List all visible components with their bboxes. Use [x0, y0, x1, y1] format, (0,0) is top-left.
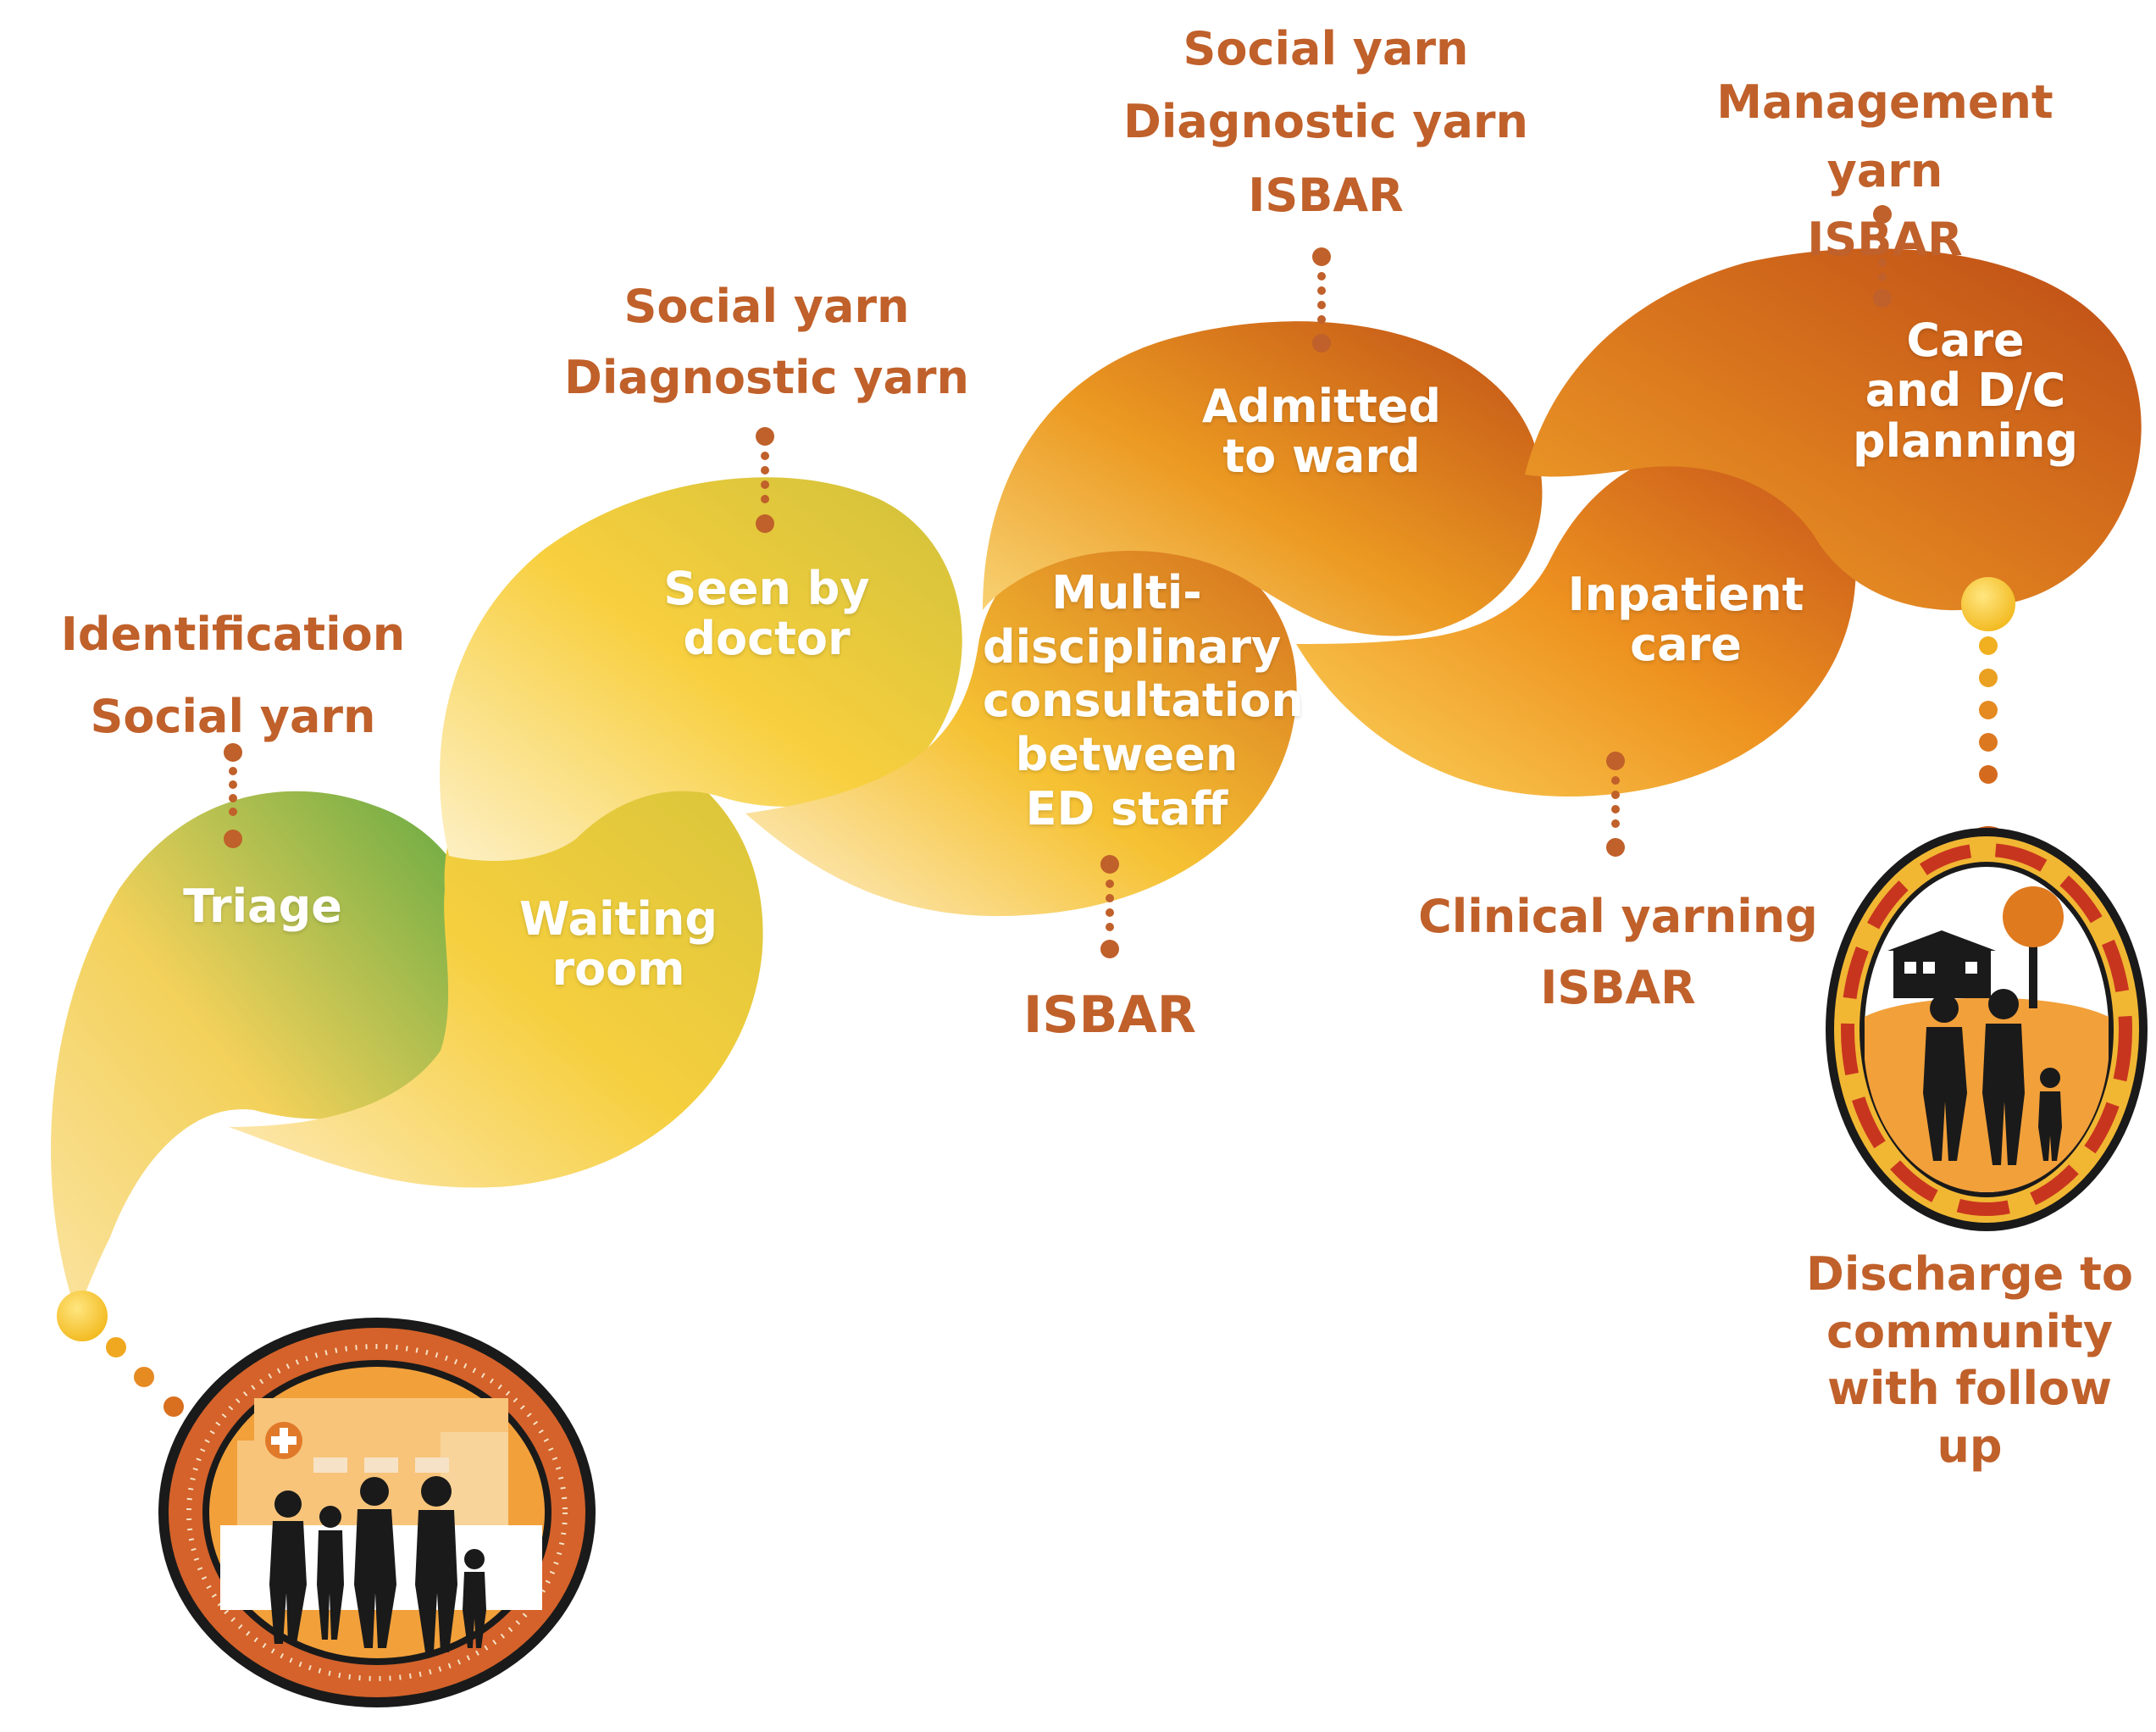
label-line: doctor	[683, 612, 851, 666]
home-family-emblem-icon	[1826, 828, 2148, 1231]
label-line: Social yarn	[624, 280, 910, 333]
label-line: disciplinary	[983, 619, 1282, 674]
label-line: with follow	[1826, 1362, 2113, 1415]
label-line: planning	[1852, 414, 2079, 468]
label-line: and D/C	[1865, 364, 2066, 418]
label-line: between	[1015, 728, 1239, 782]
label-line: Admitted	[1201, 380, 1442, 433]
label-line: Social yarn	[1183, 22, 1469, 75]
label-line: Waiting	[518, 892, 718, 946]
label-line: ISBAR	[1248, 168, 1404, 222]
petal-admitted-to-ward	[983, 321, 1543, 636]
label-line: Discharge to	[1806, 1247, 2133, 1301]
label-line: Diagnostic yarn	[1123, 95, 1528, 149]
label-line: Identification	[60, 608, 406, 661]
label-line: Diagnostic yarn	[564, 350, 969, 404]
petal-seen-by-doctor	[440, 477, 962, 861]
label-line: ED staff	[1025, 781, 1228, 835]
label-line: community	[1826, 1304, 2114, 1358]
connector-dots	[224, 205, 1892, 958]
label-line: Inpatient	[1567, 568, 1804, 621]
petal-waiting-room	[229, 743, 763, 1188]
label-line: Clinical yarning	[1418, 890, 1818, 943]
label-line: Multi-	[1051, 566, 1202, 619]
petal-care-planning	[1525, 248, 2142, 611]
petal-multidisciplinary	[745, 530, 1297, 917]
label-line: room	[551, 942, 685, 996]
label-line: up	[1937, 1418, 2003, 1473]
label-line: Management yarn	[1716, 75, 2053, 197]
label-line: Care	[1906, 314, 2025, 367]
label-line: to ward	[1222, 430, 1421, 484]
label-line: Seen by	[663, 562, 870, 615]
label-line: ISBAR	[1540, 960, 1696, 1014]
label-line: consultation	[983, 674, 1304, 728]
stage-petals	[51, 248, 2142, 1313]
hospital-family-emblem-icon	[158, 1318, 596, 1707]
stage-label-triage: Triage	[144, 880, 381, 933]
petal-triage	[51, 791, 481, 1313]
label-line: Triage	[183, 880, 342, 933]
label-line: ISBAR	[1023, 985, 1196, 1045]
label-line: care	[1630, 618, 1742, 672]
annotation-multidisciplinary: ISBAR	[983, 987, 1237, 1043]
label-line: Social yarn	[90, 690, 376, 744]
label-line: ISBAR	[1807, 213, 1963, 266]
petal-inpatient-care	[1296, 446, 1856, 797]
